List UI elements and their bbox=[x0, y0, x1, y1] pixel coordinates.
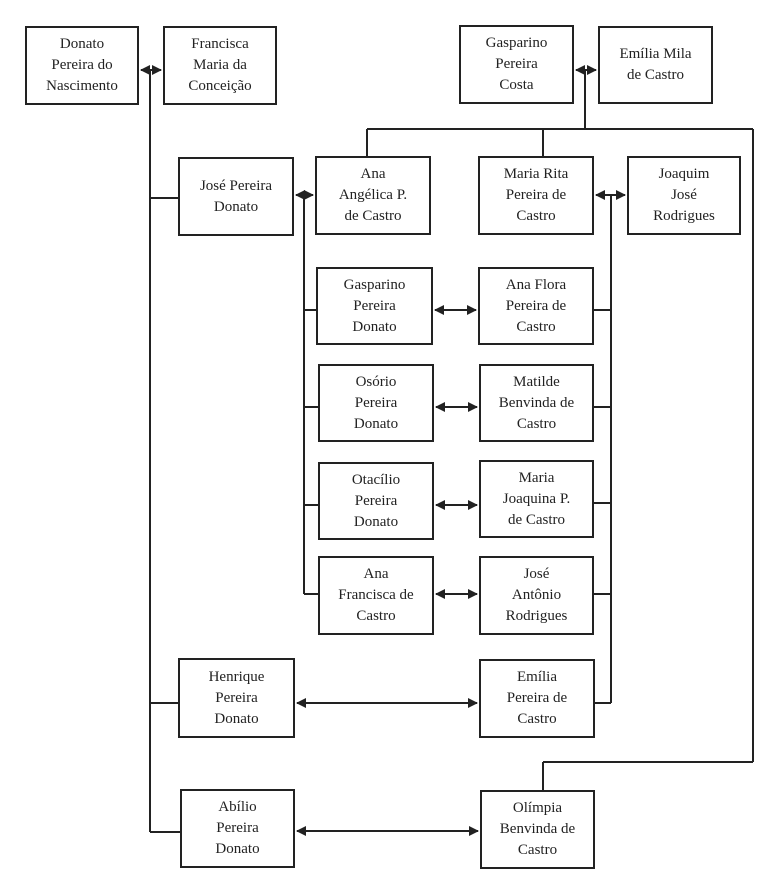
person-box-gasparino-donato: Gasparino Pereira Donato bbox=[316, 267, 433, 345]
person-box-abilio: Abílio Pereira Donato bbox=[180, 789, 295, 868]
person-box-joaquim: Joaquim José Rodrigues bbox=[627, 156, 741, 235]
person-box-emilia-mila: Emília Mila de Castro bbox=[598, 26, 713, 104]
person-box-donato: Donato Pereira do Nascimento bbox=[25, 26, 139, 105]
person-box-gasparino-costa: Gasparino Pereira Costa bbox=[459, 25, 574, 104]
person-box-otacilio: Otacílio Pereira Donato bbox=[318, 462, 434, 540]
person-box-ana-angelica: Ana Angélica P. de Castro bbox=[315, 156, 431, 235]
person-box-matilde: Matilde Benvinda de Castro bbox=[479, 364, 594, 442]
person-box-jose-pereira: José Pereira Donato bbox=[178, 157, 294, 236]
person-box-jose-antonio: José Antônio Rodrigues bbox=[479, 556, 594, 635]
person-box-ana-flora: Ana Flora Pereira de Castro bbox=[478, 267, 594, 345]
person-box-ana-francisca: Ana Francisca de Castro bbox=[318, 556, 434, 635]
person-box-olimpia: Olímpia Benvinda de Castro bbox=[480, 790, 595, 869]
person-box-francisca: Francisca Maria da Conceição bbox=[163, 26, 277, 105]
person-box-maria-joaquina: Maria Joaquina P. de Castro bbox=[479, 460, 594, 538]
person-box-emilia-pereira: Emília Pereira de Castro bbox=[479, 659, 595, 738]
person-box-henrique: Henrique Pereira Donato bbox=[178, 658, 295, 738]
person-box-maria-rita: Maria Rita Pereira de Castro bbox=[478, 156, 594, 235]
person-box-osorio: Osório Pereira Donato bbox=[318, 364, 434, 442]
